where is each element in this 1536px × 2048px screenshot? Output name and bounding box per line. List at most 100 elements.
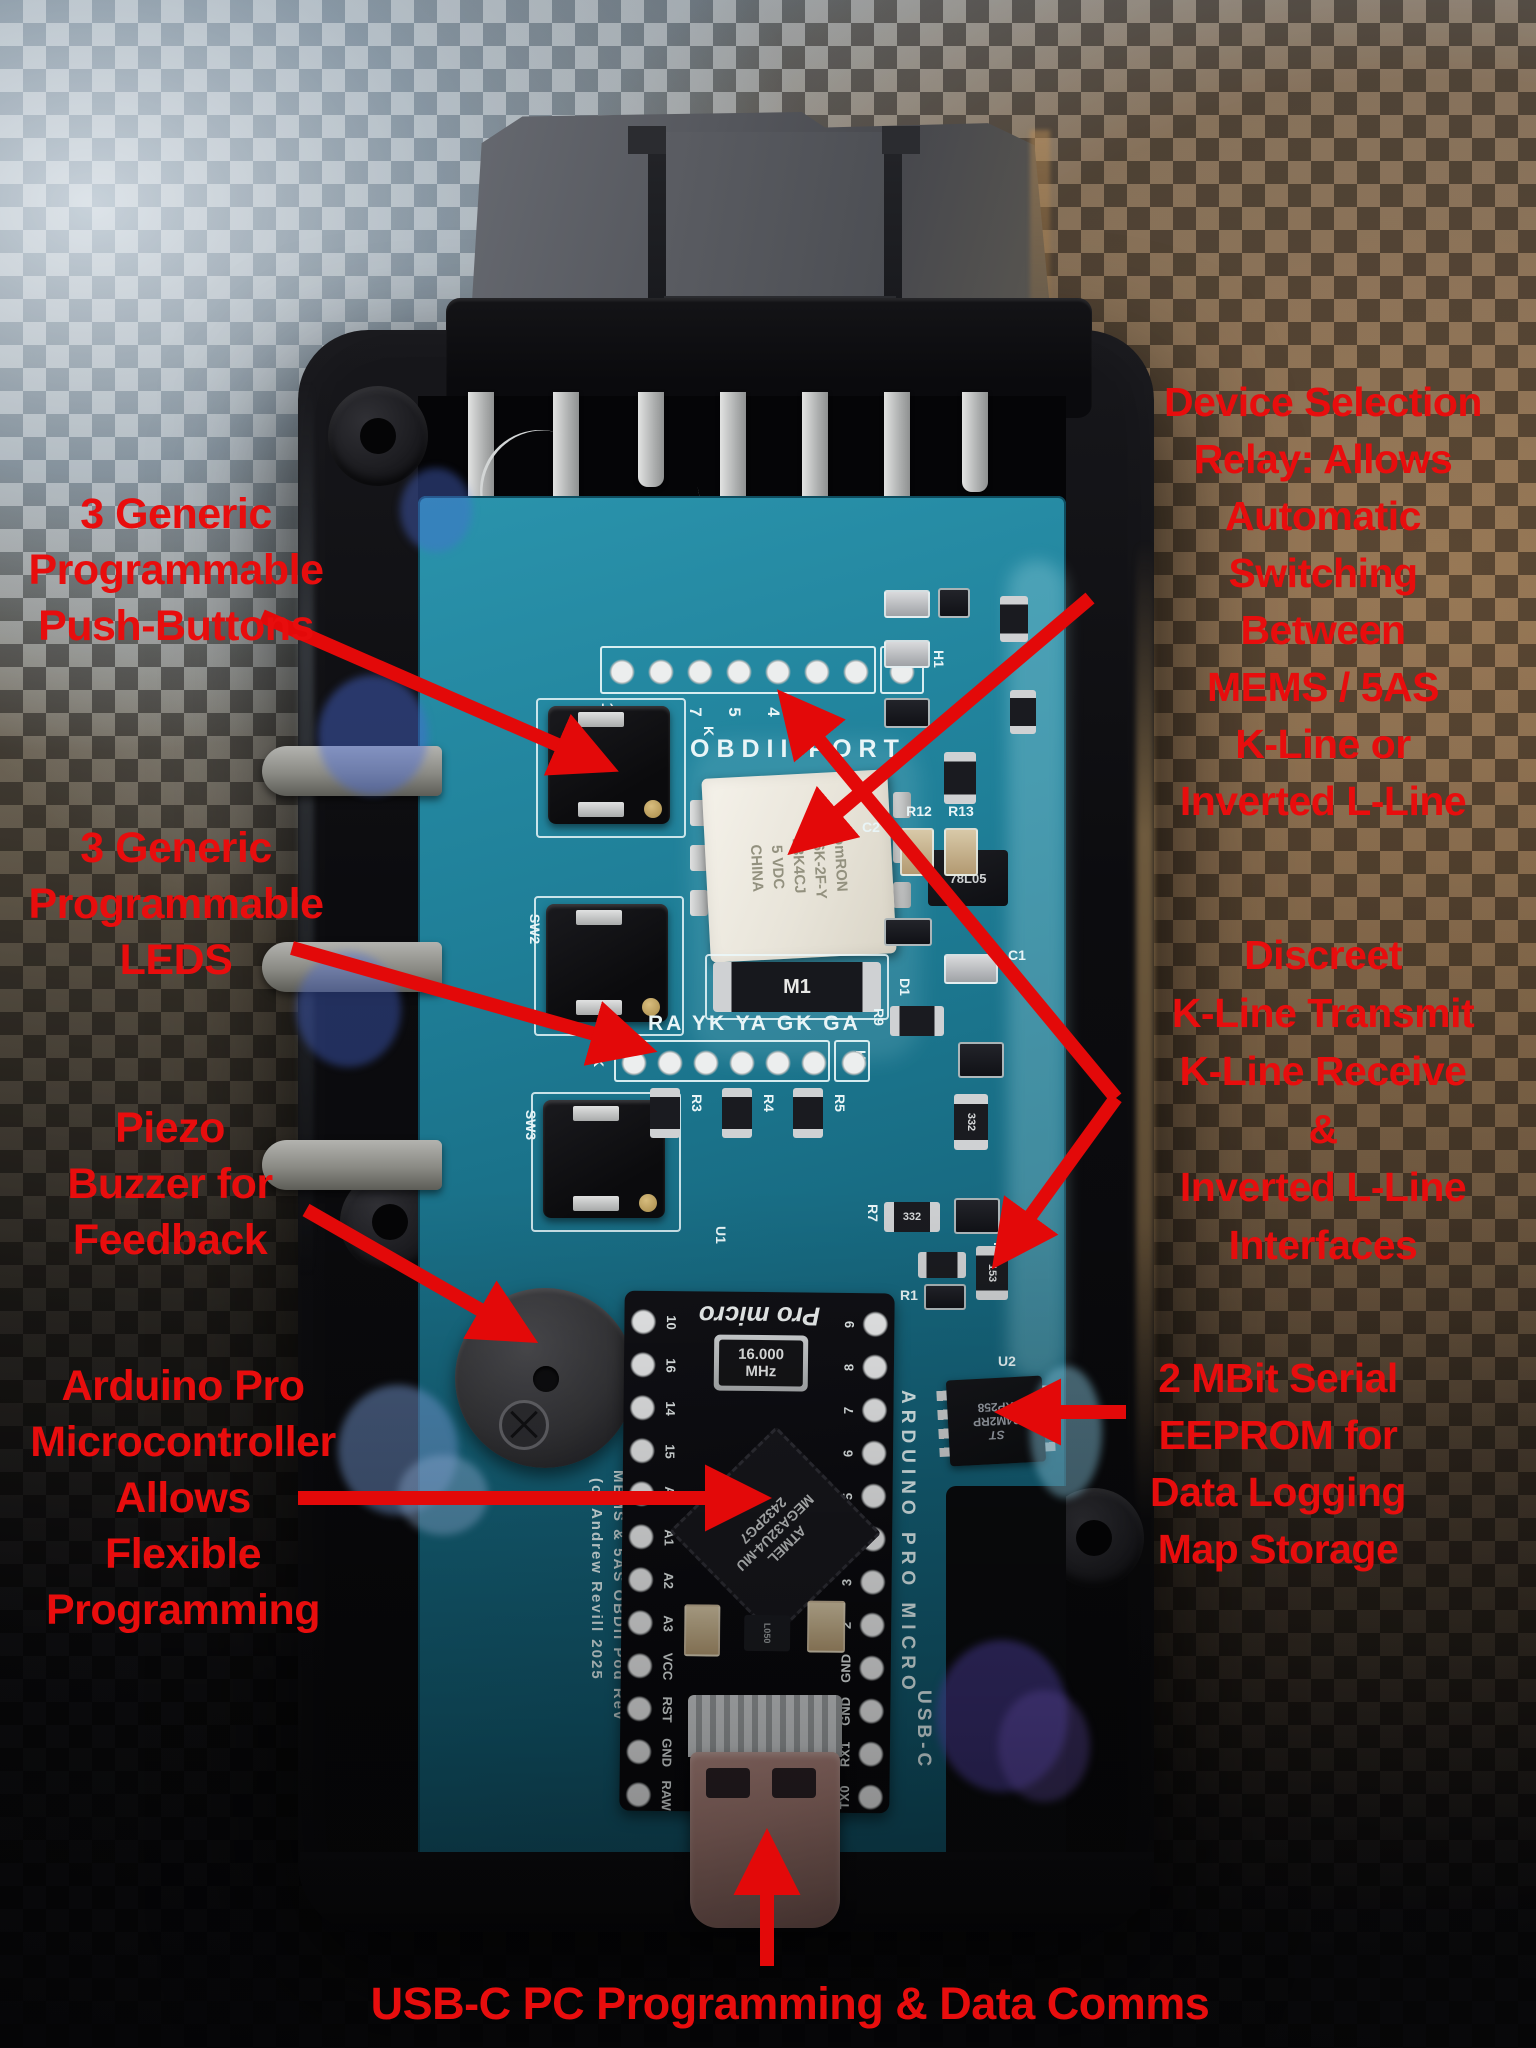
relay-model: G6K-2F-Y [809,830,831,900]
annotation-line: Automatic [1225,493,1421,539]
annotation-line: 3 Generic [80,824,272,872]
pin-label: GND [659,1738,675,1768]
annotation-line: Map Storage [1157,1526,1399,1572]
r7-designator: R7 [865,1204,881,1222]
annotation-line: 2 MBit Serial [1158,1355,1398,1401]
annotation-line: Device Selection [1164,379,1482,425]
glue-blob [400,468,472,552]
smd-resistor [793,1088,823,1138]
smd-resistor [918,1252,966,1278]
connector-pin [884,392,910,512]
crystal-oscillator: 16.000 MHz [713,1334,809,1392]
annotation-line: Discreet [1244,932,1402,978]
eeprom-line1: 24M2RP [972,1412,1020,1430]
button-pad [576,910,622,925]
button-pad [576,1000,622,1015]
annotation-arduino: Arduino Pro Microcontroller Allows Flexi… [2,1358,364,1638]
pin-number-label: 4 [764,707,783,717]
smd-resistor-r10 [944,752,976,804]
chip-markings: ATMEL MEGA32U4-MU 2432PG7 [721,1478,829,1586]
push-button-1 [548,706,670,824]
smd-transistor [958,1042,1004,1078]
r12-designator: R12 [906,803,932,819]
button-pad [578,712,624,727]
button-pad [578,802,624,817]
annotation-leds: 3 Generic Programmable LEDS [8,820,344,988]
bz1-designator [594,1246,612,1276]
u2-designator: U2 [998,1353,1016,1369]
smd-capacitor [944,828,978,876]
resistor-value: 153 [985,1263,998,1283]
obdii-port-silkscreen: OBDII PORT [690,735,906,763]
annotation-line: K-Line Receive [1179,1048,1467,1094]
eeprom-line2: XP258 [976,1399,1014,1415]
pin-label: 14 [662,1401,679,1416]
smd-resistor [890,1006,944,1036]
annotation-line: MEMS / 5AS [1207,664,1439,710]
annotation-line: Piezo [115,1104,225,1152]
smd-component [938,588,970,618]
annotation-line: LEDS [119,936,233,984]
annotation-line: & [1308,1106,1338,1152]
pin-label: GND [838,1653,854,1683]
pro-micro-pads-left [623,1300,659,1817]
crystal-markings: 16.000 MHz [718,1339,804,1387]
connector-pin [962,392,988,492]
resistor-value: 332 [964,1112,977,1132]
usb-c-slot [706,1768,750,1798]
r4-designator: R4 [761,1094,777,1112]
pin-number-label: 5 [725,707,744,717]
solder-dot [639,1194,657,1212]
annotation-line: Push-Buttons [38,602,314,650]
buzzer-hole [533,1366,559,1392]
annotation-line: K-Line Transmit [1171,990,1475,1036]
r13-designator: R13 [948,803,974,819]
pin-label: 8 [841,1363,857,1372]
annotation-line: Interfaces [1228,1222,1418,1268]
annotation-line: Data Logging [1150,1469,1406,1515]
st-logo: ST [988,1427,1005,1443]
pin-number-label: 3 [803,707,822,717]
sw3-designator: SW3 [523,1109,539,1141]
annotation-line: Inverted L-Line [1179,778,1467,824]
buzzer-screw [499,1400,549,1450]
pin-label: 16 [663,1358,679,1373]
smd-component [884,698,930,728]
annotation-line: Relay: Allows [1193,436,1453,482]
push-button-2 [546,904,668,1022]
annotation-push-buttons: 3 Generic Programmable Push-Buttons [8,486,344,654]
annotation-line: Programming [45,1586,321,1634]
smd-component [884,918,932,946]
pin-label: A2 [661,1572,677,1589]
relay-origin: CHINA [747,844,767,893]
annotation-line: K-Line or [1235,721,1411,767]
annotation-line: Programmable [28,880,324,928]
pin-label: 7 [840,1406,857,1415]
obdii-plug-notch [882,126,920,154]
button-pad [573,1106,619,1121]
pin-label: VCC [660,1652,676,1681]
sw2-designator: SW2 [527,913,543,945]
relay-brand: omRON [830,835,851,893]
d1-designator: D1 [897,978,913,996]
r3-designator: R3 [689,1094,705,1112]
usb-c-slot [772,1768,816,1798]
smd-resistor-target: 153 [976,1246,1008,1300]
screw-boss [328,386,428,486]
h1-designator: H1 [931,650,947,668]
pin-label: RAW [658,1780,675,1811]
pin-label: 9 [841,1320,857,1329]
pin-label: 6 [840,1449,856,1458]
glue-blob [398,1455,488,1535]
crystal-frequency: 16.000 [738,1345,785,1364]
r1-designator: R1 [900,1287,918,1303]
usb-c-shield [688,1695,842,1757]
annotation-line: Allows [115,1474,251,1522]
relay-voltage: 5 VDC [768,844,788,890]
glue-blob [998,1690,1090,1802]
relay-pin [893,882,911,908]
relay-pin [690,890,708,916]
smd-transistor [954,1198,1000,1234]
glue-blob [1030,1366,1102,1498]
crystal-unit: MHz [745,1362,777,1381]
